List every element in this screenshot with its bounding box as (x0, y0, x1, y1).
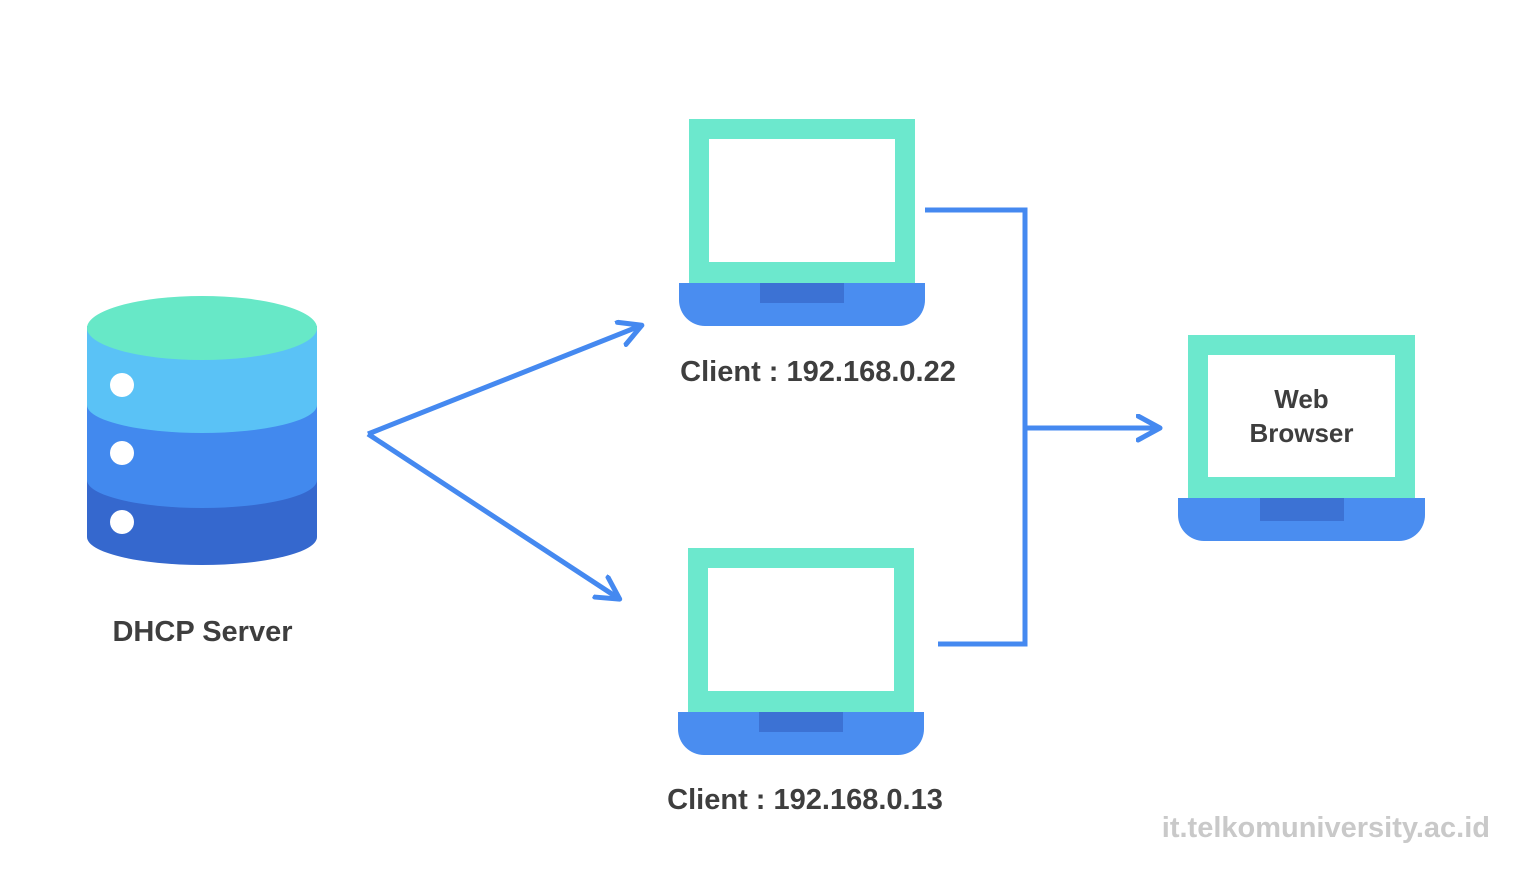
dhcp-server-database-icon (87, 296, 317, 565)
laptop-trackpad (760, 283, 844, 303)
laptop-base (679, 283, 925, 326)
laptop-screen (709, 139, 895, 262)
dhcp-server-label: DHCP Server (112, 616, 293, 648)
laptop-screen: Web Browser (1208, 355, 1395, 477)
laptop-icon-web-browser: Web Browser (1178, 335, 1425, 542)
watermark-text: it.telkomuniversity.ac.id (1161, 812, 1490, 844)
laptop-screen (708, 568, 894, 691)
client-top-label: Client : 192.168.0.22 (680, 356, 956, 388)
arrow-dhcp-to-client-top (367, 326, 640, 437)
cylinder-dot-2 (110, 441, 134, 465)
laptop-bezel: Web Browser (1188, 335, 1415, 498)
edges-clients-to-browser (925, 207, 1158, 647)
laptop-icon-client-bottom (678, 548, 924, 755)
laptop-icon-client-top (679, 119, 925, 326)
laptop-trackpad (1259, 498, 1344, 521)
web-browser-label: Web Browser (1249, 384, 1354, 448)
laptop-base (1178, 498, 1425, 541)
laptop-bezel (689, 119, 915, 283)
laptop-trackpad (759, 712, 843, 732)
arrow-dhcp-to-client-bottom (366, 431, 618, 598)
connector-bracket (925, 207, 1028, 647)
cylinder-dot-3 (110, 510, 134, 534)
laptop-base (678, 712, 924, 755)
edges-dhcp-to-clients (366, 326, 640, 598)
cylinder-dot-1 (110, 373, 134, 397)
client-bottom-label: Client : 192.168.0.13 (667, 784, 943, 816)
laptop-bezel (688, 548, 914, 712)
